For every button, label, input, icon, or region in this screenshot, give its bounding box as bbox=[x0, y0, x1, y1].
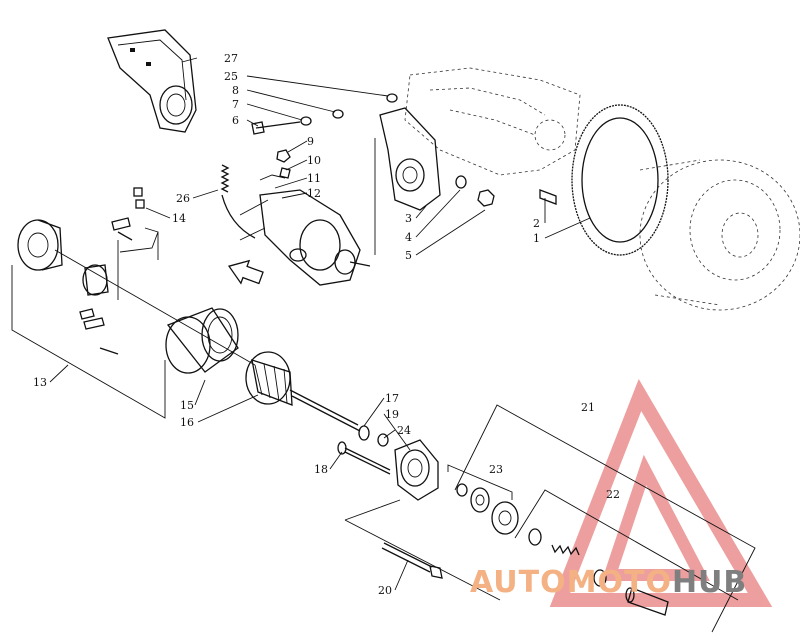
pinion-spring bbox=[551, 544, 580, 556]
leader-13 bbox=[11, 265, 166, 419]
watermark-logo bbox=[549, 378, 773, 607]
nut-5 bbox=[477, 189, 495, 207]
label-14: 14 bbox=[172, 212, 186, 225]
label-9: 9 bbox=[307, 135, 314, 148]
label-10: 10 bbox=[307, 154, 321, 167]
bolt-20 bbox=[381, 542, 443, 579]
label-19: 19 bbox=[385, 408, 399, 421]
svg-text:AUTOMOTOHUB: AUTOMOTOHUB bbox=[470, 565, 747, 600]
washer-7 bbox=[300, 116, 312, 126]
ring-gear-bolt bbox=[539, 189, 557, 205]
pinion-bushing bbox=[593, 569, 607, 587]
field-frame bbox=[165, 307, 239, 374]
clutch-ring bbox=[470, 487, 490, 513]
leader-22 bbox=[514, 489, 739, 601]
nut-9 bbox=[276, 149, 291, 163]
plunger bbox=[625, 587, 669, 616]
clutch-washer bbox=[456, 483, 468, 497]
washer-25 bbox=[386, 93, 398, 103]
label-15: 15 bbox=[180, 399, 194, 412]
mounting-bracket bbox=[107, 29, 197, 133]
direction-arrow-icon bbox=[227, 259, 264, 285]
label-13: 13 bbox=[33, 376, 47, 389]
label-22: 22 bbox=[606, 488, 620, 501]
part-number-labels: 27 25 8 7 6 9 10 11 12 26 14 3 4 5 2 1 1… bbox=[33, 52, 620, 597]
label-17: 17 bbox=[385, 392, 399, 405]
solenoid-wire bbox=[221, 194, 256, 239]
label-23: 23 bbox=[489, 463, 503, 476]
label-2: 2 bbox=[533, 217, 540, 230]
label-4: 4 bbox=[405, 231, 412, 244]
brush-holder bbox=[82, 264, 109, 296]
label-25: 25 bbox=[224, 70, 238, 83]
end-cover bbox=[17, 219, 63, 271]
label-21: 21 bbox=[581, 401, 595, 414]
spring-26 bbox=[220, 164, 230, 193]
pinion-cup bbox=[528, 528, 542, 546]
washer-8 bbox=[332, 109, 344, 119]
terminal-10 bbox=[279, 167, 291, 179]
brush-springs bbox=[79, 308, 119, 355]
brush-parts bbox=[111, 187, 159, 300]
starter-motor-assembly bbox=[239, 174, 371, 286]
label-11: 11 bbox=[307, 172, 321, 185]
leader-20 bbox=[344, 499, 401, 521]
washer-24 bbox=[377, 433, 389, 447]
ring-gear bbox=[571, 104, 669, 256]
label-18: 18 bbox=[314, 463, 328, 476]
label-26: 26 bbox=[176, 192, 190, 205]
bracket-23 bbox=[447, 464, 513, 500]
label-20: 20 bbox=[378, 584, 392, 597]
label-8: 8 bbox=[232, 84, 239, 97]
watermark-text: AUTOMOTOHUB bbox=[470, 565, 747, 600]
drive-housing bbox=[394, 439, 439, 501]
label-5: 5 bbox=[405, 249, 412, 262]
washer-17 bbox=[358, 425, 370, 441]
label-3: 3 bbox=[405, 212, 412, 225]
washer-4 bbox=[455, 175, 467, 189]
watermark-part1: AUTOMOTO bbox=[470, 565, 672, 600]
engine-block bbox=[404, 67, 581, 176]
armature bbox=[245, 351, 361, 432]
label-12: 12 bbox=[307, 187, 321, 200]
starter-bracket-plate bbox=[374, 107, 441, 255]
label-24: 24 bbox=[397, 424, 411, 437]
label-27: 27 bbox=[224, 52, 238, 65]
label-6: 6 bbox=[232, 114, 239, 127]
clutch-gear bbox=[491, 501, 519, 535]
label-leaders bbox=[49, 57, 591, 591]
flywheel bbox=[639, 159, 800, 311]
leader-21 bbox=[454, 404, 756, 633]
bolt-6 bbox=[251, 121, 301, 135]
bolt-18 bbox=[337, 441, 391, 475]
watermark-part2: HUB bbox=[672, 565, 747, 600]
label-16: 16 bbox=[180, 416, 194, 429]
label-1: 1 bbox=[533, 232, 540, 245]
label-7: 7 bbox=[232, 98, 239, 111]
